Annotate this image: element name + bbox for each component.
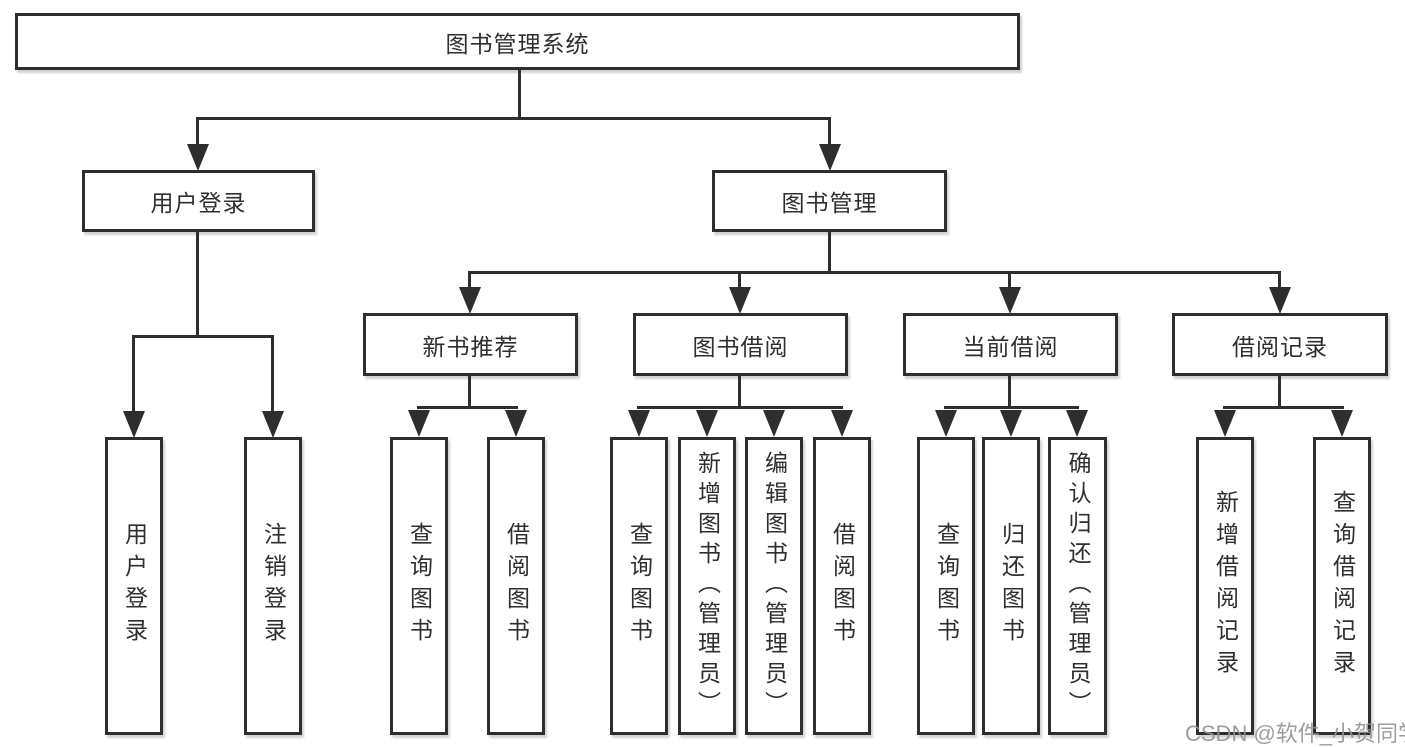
- arrow-down-icon: [187, 144, 209, 171]
- node-label: 用户登录: [121, 522, 148, 650]
- arrow-down-icon: [459, 287, 481, 314]
- arrow-down-icon: [1269, 287, 1291, 314]
- arrow-down-icon: [819, 144, 841, 171]
- connector-line: [271, 335, 274, 413]
- connector-line: [738, 271, 741, 289]
- connector-line: [197, 117, 831, 120]
- node-library-management-system: 图书管理系统: [15, 13, 1020, 70]
- node-label: 借阅图书: [829, 522, 856, 650]
- connector-line: [1278, 271, 1281, 289]
- arrow-down-icon: [935, 410, 957, 437]
- connector-line: [468, 271, 471, 289]
- connector-line: [1008, 271, 1011, 289]
- node-user-login: 用户登录: [82, 170, 315, 232]
- arrow-down-icon: [123, 411, 145, 438]
- node-book-borrowing: 图书借阅: [633, 313, 848, 376]
- node-label: 查询图书: [626, 522, 653, 650]
- arrow-down-icon: [729, 287, 751, 314]
- node-label: 新增图书（管理员）: [694, 451, 721, 721]
- node-borrowing-records: 借阅记录: [1172, 313, 1388, 376]
- connector-line: [1008, 376, 1011, 409]
- node-new-book-recommend: 新书推荐: [363, 313, 578, 376]
- connector-line: [637, 406, 843, 409]
- arrow-down-icon: [262, 411, 284, 438]
- node-label: 新增借阅记录: [1212, 490, 1239, 682]
- arrow-down-icon: [1066, 410, 1088, 437]
- node-label: 查询图书: [406, 522, 433, 650]
- node-query-books-borrowing: 查询图书: [610, 437, 668, 735]
- watermark: CSDN @软件_小贺同学: [1185, 721, 1405, 746]
- node-edit-books-admin: 编辑图书（管理员）: [745, 437, 803, 735]
- node-query-books-current: 查询图书: [917, 437, 975, 735]
- arrow-down-icon: [1331, 410, 1353, 437]
- connector-line: [1223, 406, 1344, 409]
- arrow-down-icon: [1000, 410, 1022, 437]
- connector-line: [196, 117, 199, 147]
- connector-line: [1278, 376, 1281, 409]
- connector-line: [196, 232, 199, 337]
- node-borrow-books-recommend: 借阅图书: [487, 437, 545, 735]
- node-logout: 注销登录: [244, 437, 302, 735]
- arrow-down-icon: [999, 287, 1021, 314]
- node-label: 注销登录: [260, 522, 287, 650]
- node-borrow-books-borrowing: 借阅图书: [813, 437, 871, 735]
- node-label: 查询借阅记录: [1329, 490, 1356, 682]
- node-label: 确认归还（管理员）: [1065, 451, 1091, 721]
- node-label: 编辑图书（管理员）: [761, 451, 788, 721]
- connector-line: [518, 70, 521, 118]
- connector-line: [828, 117, 831, 147]
- connector-line: [738, 376, 741, 409]
- node-add-borrow-record: 新增借阅记录: [1196, 437, 1254, 735]
- connector-line: [944, 406, 1079, 409]
- connector-line: [132, 335, 274, 338]
- connector-line: [468, 271, 1281, 274]
- node-return-books: 归还图书: [982, 437, 1040, 735]
- arrow-down-icon: [505, 410, 527, 437]
- node-query-books-recommend: 查询图书: [390, 437, 448, 735]
- node-book-management: 图书管理: [712, 170, 947, 232]
- arrow-down-icon: [831, 410, 853, 437]
- connector-line: [828, 232, 831, 274]
- arrow-down-icon: [628, 410, 650, 437]
- arrow-down-icon: [763, 410, 785, 437]
- arrow-down-icon: [1214, 410, 1236, 437]
- node-add-books-admin: 新增图书（管理员）: [678, 437, 736, 735]
- node-label: 归还图书: [998, 522, 1025, 650]
- node-user-login-leaf: 用户登录: [105, 437, 163, 735]
- connector-line: [417, 406, 518, 409]
- node-current-borrowing: 当前借阅: [903, 313, 1118, 376]
- connector-line: [468, 376, 471, 409]
- arrow-down-icon: [696, 410, 718, 437]
- node-label: 借阅图书: [503, 522, 530, 650]
- arrow-down-icon: [408, 410, 430, 437]
- node-confirm-return-admin: 确认归还（管理员）: [1048, 437, 1107, 735]
- connector-line: [132, 335, 135, 413]
- node-query-borrow-record: 查询借阅记录: [1313, 437, 1371, 735]
- node-label: 查询图书: [933, 522, 960, 650]
